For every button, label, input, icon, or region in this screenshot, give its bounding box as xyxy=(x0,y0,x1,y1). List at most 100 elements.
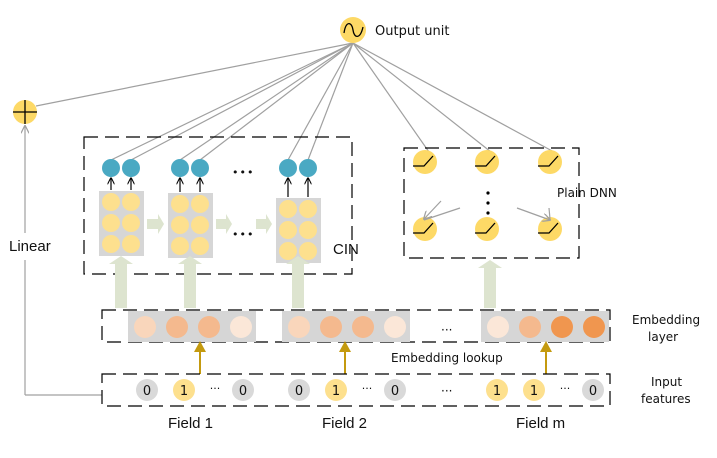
cin-cell xyxy=(191,237,209,255)
embedding-node xyxy=(551,316,573,338)
one-hot-zero-node xyxy=(136,379,158,401)
embedding-vector xyxy=(282,311,410,342)
embedding-node xyxy=(320,316,342,338)
cin-ellipsis-mid: ••• xyxy=(232,228,254,241)
lookup-arrow-head xyxy=(339,341,351,352)
green-up-arrow xyxy=(478,260,502,308)
relu-icon xyxy=(538,222,559,234)
embedding-lookup-arrows xyxy=(194,341,552,374)
one-hot-zero-node xyxy=(582,379,604,401)
relu-icon xyxy=(538,155,559,167)
embedding-node xyxy=(352,316,374,338)
relu-icon xyxy=(413,155,434,167)
cin-feature-map xyxy=(168,159,213,258)
embedding-node xyxy=(384,316,406,338)
cin-label: CIN xyxy=(333,241,359,258)
cin-output-node xyxy=(122,159,140,177)
embedding-lookup-label: Embedding lookup xyxy=(391,351,503,365)
output-connection-line xyxy=(352,42,492,153)
dnn-neuron xyxy=(538,150,562,174)
dnn-neuron-node xyxy=(413,217,437,241)
cin-cell xyxy=(191,195,209,213)
cin-cell xyxy=(171,195,189,213)
cin-output-node xyxy=(191,159,209,177)
output-connections xyxy=(35,42,555,161)
cin-cell xyxy=(102,214,120,232)
output-connection-line xyxy=(35,42,354,107)
cin-cell xyxy=(279,242,297,260)
one-hot-value: 0 xyxy=(391,384,399,399)
green-up-arrow xyxy=(286,256,310,308)
cin-output-node xyxy=(171,159,189,177)
cin-feature-map xyxy=(276,159,321,263)
output-connection-line xyxy=(179,42,354,161)
dnn-neuron xyxy=(475,150,499,174)
linear-label: Linear xyxy=(9,238,51,255)
dnn-arrow-right xyxy=(516,207,550,220)
cin-step-arrow xyxy=(147,214,164,234)
cin-output-node xyxy=(279,159,297,177)
output-connection-line xyxy=(199,42,354,161)
dnn-neuron-node xyxy=(413,150,437,174)
input-box xyxy=(101,373,611,407)
output-unit-label: Output unit xyxy=(375,24,449,39)
output-connection-line xyxy=(307,42,354,161)
cin-cell xyxy=(279,200,297,218)
embedding-node xyxy=(583,316,605,338)
relu-icon xyxy=(413,222,434,234)
cin-cell xyxy=(122,214,140,232)
green-up-arrow xyxy=(109,256,133,308)
cin-ellipsis-top: ••• xyxy=(232,166,254,179)
plain-dnn-label: Plain DNN xyxy=(557,186,617,200)
dnn-neuron-node xyxy=(538,150,562,174)
lookup-arrow-head xyxy=(540,341,552,352)
one-hot-active-node xyxy=(173,379,195,401)
embedding-layer: ··· Embedding layer Embedding lookup xyxy=(101,309,700,365)
embedding-node xyxy=(230,316,252,338)
dnn-box xyxy=(403,147,580,259)
field-label: Field 2 xyxy=(322,415,367,432)
dnn-neuron xyxy=(413,150,437,174)
one-hot-active-node xyxy=(325,379,347,401)
cin-cell xyxy=(191,216,209,234)
relu-icon xyxy=(475,222,496,234)
embedding-layer-label-1: Embedding xyxy=(632,313,700,327)
embedding-vector xyxy=(481,311,609,342)
embedding-node xyxy=(288,316,310,338)
sigmoid-icon xyxy=(343,22,364,38)
one-hot-value: 0 xyxy=(295,384,303,399)
linear-adder: Linear xyxy=(9,100,102,396)
one-hot-value: 1 xyxy=(332,384,340,399)
embedding-layer-label-2: layer xyxy=(648,330,678,344)
field-label: Field m xyxy=(516,415,565,432)
cin-cell xyxy=(279,221,297,239)
output-connection-line xyxy=(130,42,354,161)
cin-cell xyxy=(122,193,140,211)
cin-output-node xyxy=(102,159,120,177)
dnn-neuron-node xyxy=(538,217,562,241)
field-label: Field 1 xyxy=(168,415,213,432)
output-unit: Output unit xyxy=(340,17,449,43)
cin-output-node xyxy=(299,159,317,177)
one-hot-ellipsis: ··· xyxy=(560,382,571,395)
one-hot-ellipsis: ··· xyxy=(362,382,373,395)
one-hot-value: 1 xyxy=(493,384,501,399)
dnn-neuron-node xyxy=(475,150,499,174)
embedding-node xyxy=(487,316,509,338)
output-connection-line xyxy=(110,42,354,161)
one-hot-active-node xyxy=(486,379,508,401)
dnn-dot xyxy=(486,211,490,215)
green-up-arrow xyxy=(178,256,202,308)
embedding-box xyxy=(101,309,611,343)
cin-step-arrow xyxy=(216,214,232,234)
embedding-ellipsis: ··· xyxy=(441,323,452,337)
one-hot-active-node xyxy=(523,379,545,401)
dnn-neuron-node xyxy=(475,217,499,241)
dnn-arrow-right-b xyxy=(548,207,551,220)
one-hot-value: 0 xyxy=(589,384,597,399)
cin-box xyxy=(83,136,353,275)
dnn-neuron xyxy=(413,217,437,241)
